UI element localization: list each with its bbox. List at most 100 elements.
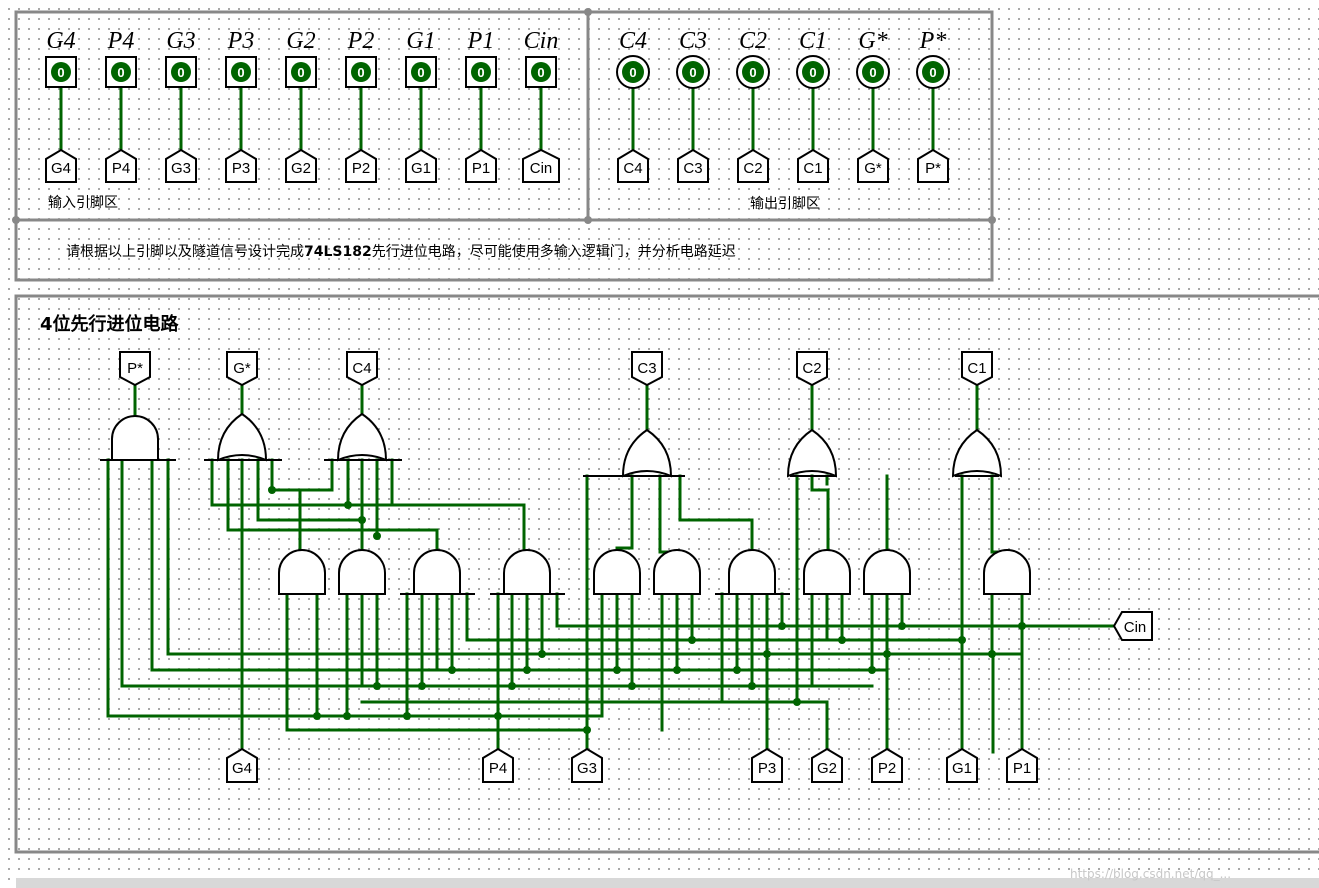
and-gate-body: [503, 549, 551, 595]
junction-dot: [763, 650, 771, 658]
junction-dot: [358, 516, 366, 524]
input-tunnel: [225, 148, 257, 183]
pin-state-indicator: [291, 62, 311, 82]
junction-dot: [868, 666, 876, 674]
instruction-after: 先行进位电路，尽可能使用多输入逻辑门，并分析电路延迟: [372, 243, 736, 260]
tunnel-shape: [226, 747, 258, 783]
tunnel-shape: [946, 747, 978, 783]
output-pin-name: C4: [619, 28, 647, 54]
tunnel-bottom: G3: [571, 747, 603, 783]
watermark: https://blog.csdn.net/qq_...: [1070, 867, 1231, 881]
and-gate: [593, 549, 641, 595]
or-gate-body: [786, 428, 838, 478]
input-pin-name: G2: [286, 28, 315, 54]
gates: [100, 412, 1031, 595]
junction-dot: [268, 486, 276, 494]
output-area-label: 输出引脚区: [750, 196, 820, 212]
junction-dot: [494, 712, 502, 720]
pin-value: 0: [177, 65, 184, 80]
junction-dot: [898, 622, 906, 630]
junction-dot: [508, 682, 516, 690]
or-gate-body: [336, 412, 388, 462]
pin-state-indicator: [802, 61, 824, 83]
tunnel-label: C1: [967, 360, 986, 377]
pin-value: 0: [629, 65, 636, 80]
or-gate: [951, 428, 1003, 478]
or-gate-body: [621, 428, 673, 478]
and-gate: [400, 549, 475, 595]
input-pin-name: P4: [107, 28, 135, 54]
tunnel-top: C3: [631, 351, 663, 387]
or-gate: [786, 428, 838, 478]
junction-dot: [613, 666, 621, 674]
pin-state-indicator: [682, 61, 704, 83]
frames: [12, 8, 1319, 888]
tunnel-label: C3: [637, 360, 656, 377]
and-gate-body: [653, 549, 701, 595]
tunnel-top: C2: [796, 351, 828, 387]
junction-dot: [673, 666, 681, 674]
tunnel-label: G4: [232, 760, 252, 777]
input-tunnel: [45, 148, 77, 183]
junction-dot: [523, 666, 531, 674]
tunnel-label: C2: [802, 360, 821, 377]
wire: [256, 458, 364, 560]
output-tunnel: [857, 148, 889, 183]
instruction-chip: 74LS182: [304, 244, 372, 260]
wire: [210, 458, 526, 562]
horizontal-scrollbar[interactable]: [16, 878, 1319, 888]
frame-joint: [12, 216, 20, 224]
tunnel-label: G*: [233, 360, 251, 377]
input-tunnel: [105, 148, 137, 183]
junction-dot: [403, 712, 411, 720]
and-gate: [715, 549, 790, 595]
junction-dot: [733, 666, 741, 674]
input-tunnel: [465, 148, 497, 183]
output-pin-name: C2: [739, 28, 767, 54]
and-gate: [100, 415, 176, 461]
tunnel-label: C4: [623, 160, 642, 177]
tunnel-shape: [226, 351, 258, 387]
tunnel-shape: [346, 351, 378, 387]
pin-value: 0: [869, 65, 876, 80]
tunnel-shape: [1112, 611, 1153, 641]
pin-state-indicator: [411, 62, 431, 82]
and-gate: [653, 549, 701, 595]
and-gate-body: [111, 415, 159, 461]
tunnel-label: P3: [232, 160, 250, 177]
tunnel-bottom: G2: [811, 747, 843, 783]
wire: [678, 474, 754, 558]
junction-dot: [958, 636, 966, 644]
tunnel-bottom: P4: [482, 747, 514, 783]
output-tunnel: [737, 148, 769, 183]
tunnel-label: G3: [171, 160, 191, 177]
tunnel-shape: [811, 747, 843, 783]
tunnel-label: G3: [577, 760, 597, 777]
output-pin-name: C3: [679, 28, 707, 54]
tunnel-bottom: P3: [751, 747, 783, 783]
pin-state-indicator: [231, 62, 251, 82]
frame-joint: [988, 216, 996, 224]
junction-dot: [343, 712, 351, 720]
tunnel-shape: [1006, 747, 1038, 783]
output-pin-name: P*: [919, 28, 947, 54]
input-tunnel: [345, 148, 377, 183]
wire: [555, 592, 1117, 628]
input-area-label: 输入引脚区: [48, 195, 118, 211]
input-tunnel: [165, 148, 197, 183]
junction-dot: [373, 532, 381, 540]
and-gate-body: [338, 549, 386, 595]
